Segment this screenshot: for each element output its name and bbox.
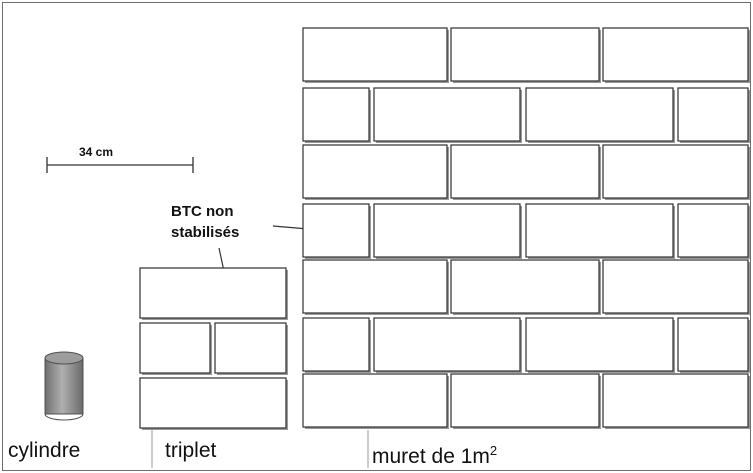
- caption-triplet: triplet: [165, 439, 217, 462]
- wall-brick: [302, 87, 370, 142]
- scale-bar: [46, 157, 194, 173]
- caption-muret-text: muret de 1m: [372, 445, 490, 468]
- btc-label-line2: stabilisés: [171, 224, 240, 241]
- cylinder: [44, 351, 84, 421]
- wall-1m2: [302, 27, 750, 429]
- wall-brick: [677, 87, 749, 142]
- wall-brick: [602, 373, 749, 428]
- wall-brick: [450, 259, 600, 314]
- caption-cylinder: cylindre: [8, 439, 81, 462]
- wall-brick: [525, 87, 674, 142]
- wall-brick: [677, 203, 749, 258]
- wall-brick: [525, 317, 674, 372]
- wall-brick: [302, 144, 448, 199]
- wall-brick: [450, 144, 600, 199]
- triplet: [139, 267, 288, 430]
- wall-brick: [373, 317, 521, 372]
- triplet-brick: [139, 267, 287, 319]
- wall-brick: [602, 27, 749, 82]
- caption-muret: muret de 1m2: [372, 439, 497, 469]
- wall-brick: [302, 317, 370, 372]
- wall-brick: [525, 203, 674, 258]
- caption-muret-superscript: 2: [489, 443, 498, 458]
- wall-brick: [450, 27, 600, 82]
- wall-brick: [302, 259, 448, 314]
- wall-brick: [302, 373, 448, 428]
- wall-brick: [602, 144, 749, 199]
- wall-brick: [602, 259, 749, 314]
- scale-label: 34 cm: [79, 145, 114, 159]
- triplet-brick: [139, 377, 287, 429]
- wall-brick: [373, 87, 521, 142]
- wall-brick: [302, 27, 448, 82]
- triplet-brick: [214, 322, 287, 374]
- wall-brick: [302, 203, 370, 258]
- wall-brick: [373, 203, 521, 258]
- triplet-brick: [139, 322, 211, 374]
- btc-label-line1: BTC non: [171, 203, 234, 220]
- wall-brick: [450, 373, 600, 428]
- wall-brick: [677, 317, 749, 372]
- btc-label: BTC non stabilisés: [171, 201, 239, 243]
